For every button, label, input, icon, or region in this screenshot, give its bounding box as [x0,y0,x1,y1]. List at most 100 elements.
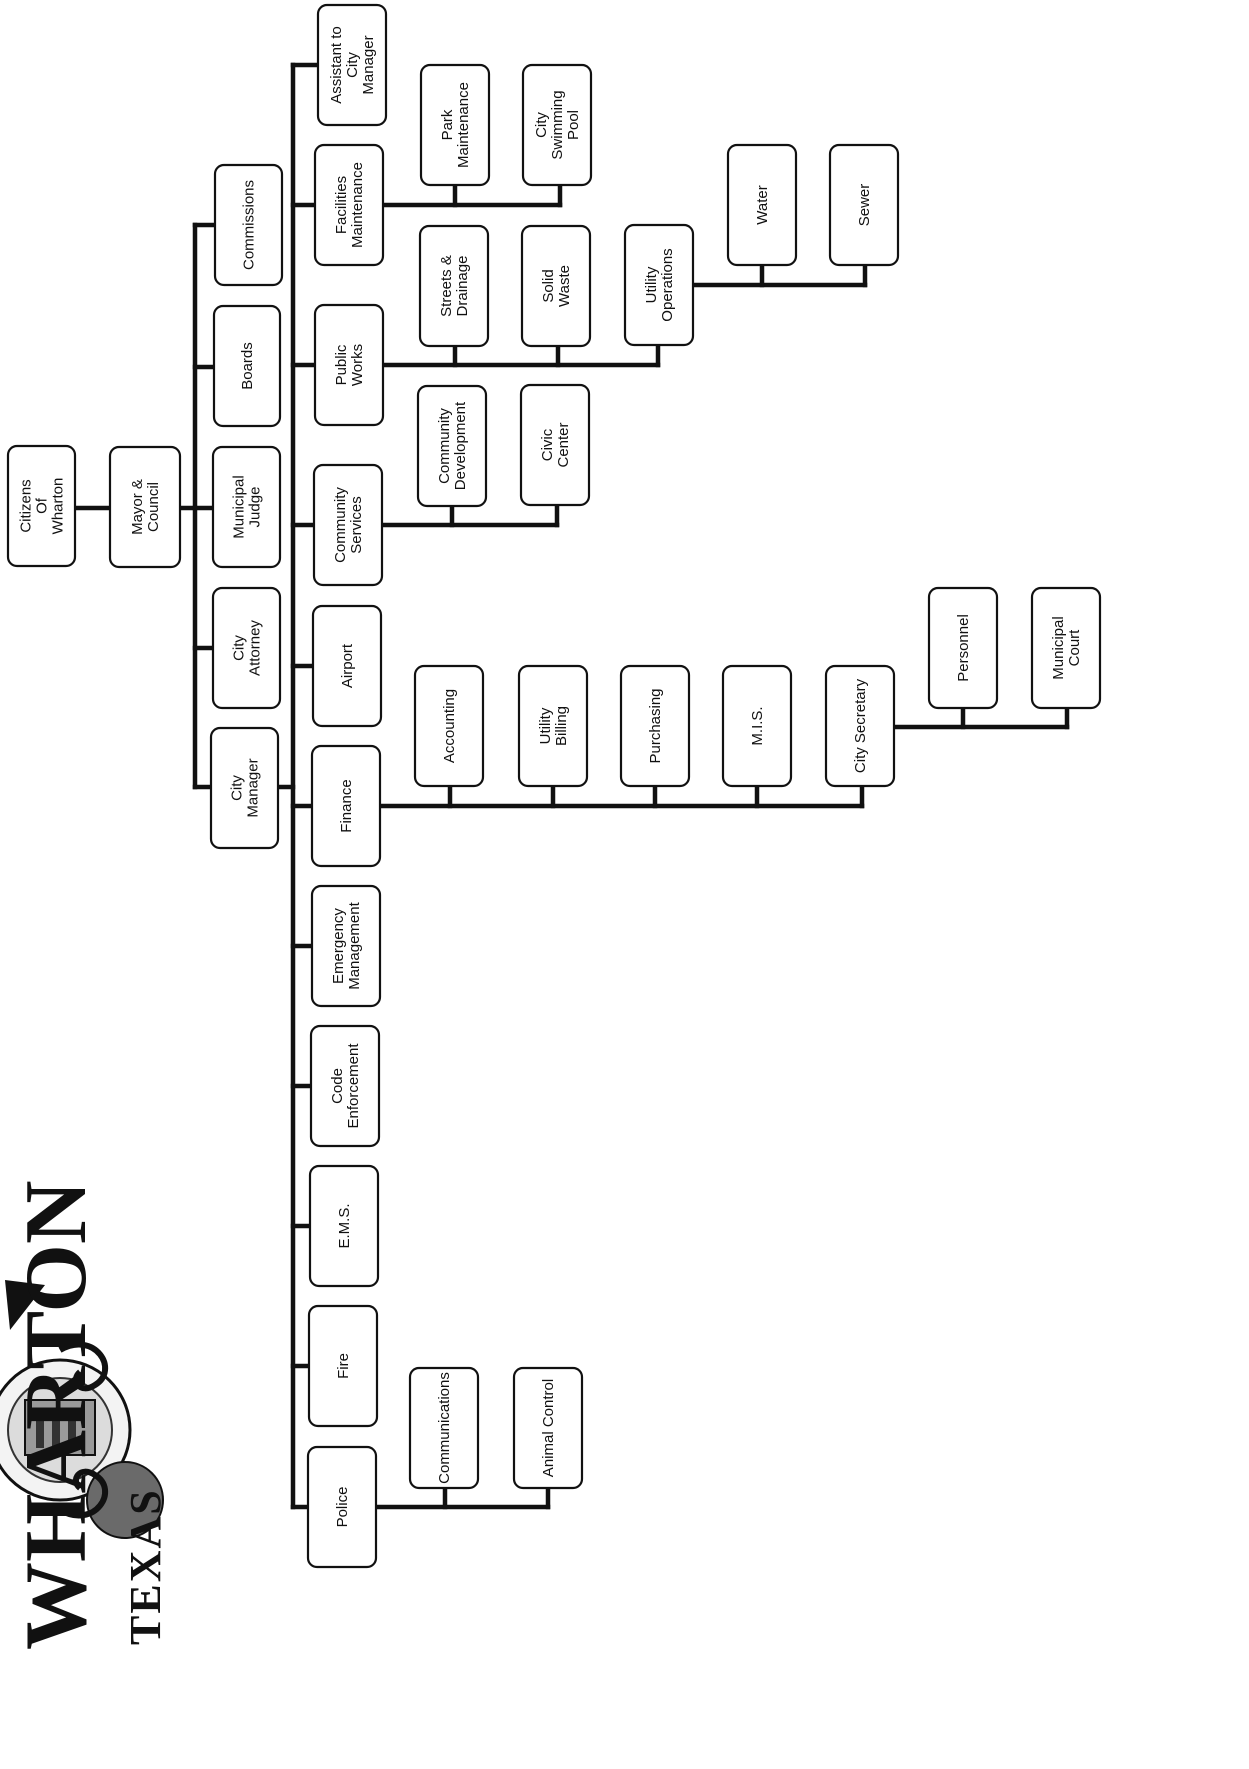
node-label-line: Communications [436,1372,453,1484]
node-label-line: Drainage [454,256,471,317]
node-label-line: Manager [245,758,262,817]
node-label: E.M.S. [336,1203,353,1248]
node-commissions: Commissions [215,165,282,285]
node-label: Police [334,1487,351,1528]
node-water: Water [728,145,796,265]
node-label: Mayor &Council [129,479,162,535]
node-city-attorney: CityAttorney [213,588,280,708]
node-label-line: City [533,112,550,138]
node-label: Communications [436,1372,453,1484]
node-label-line: Assistant to [328,26,345,104]
node-airport: Airport [313,606,381,726]
node-label: CommunityServices [332,487,365,563]
node-label-line: Solid [540,269,557,302]
node-label-line: Mayor & [129,479,146,535]
node-label: CommunityDevelopment [436,401,469,490]
node-label-line: Pool [565,110,582,140]
node-label-line: Park [439,109,456,140]
city-seal-logo: WHARTON TEXAS [0,1180,170,1650]
node-community-services: CommunityServices [314,465,382,585]
node-label-line: Maintenance [455,82,472,168]
node-label-line: Manager [360,35,377,94]
org-nodes: CitizensOfWharton Mayor &Council Commissio… [8,5,1100,1567]
node-label-line: Management [346,901,363,989]
logo-state-text: TEXAS [121,1488,170,1645]
node-assistant-cm: Assistant toCityManager [318,5,386,125]
node-civic-center: CivicCenter [521,385,589,505]
node-emergency: EmergencyManagement [312,886,380,1006]
node-label: Animal Control [540,1379,557,1477]
node-park: ParkMaintenance [421,65,489,185]
node-label-line: Community [436,408,453,484]
node-sewer: Sewer [830,145,898,265]
node-ems: E.M.S. [310,1166,378,1286]
node-label-line: Municipal [1050,616,1067,679]
node-purchasing: Purchasing [621,666,689,786]
node-label: EmergencyManagement [330,901,363,989]
node-label-line: Police [334,1487,351,1528]
node-boards: Boards [214,306,280,426]
node-label-line: Council [145,482,162,532]
node-label-line: Waste [556,265,573,307]
node-personnel: Personnel [929,588,997,708]
node-label-line: Swimming [549,90,566,159]
node-label: Accounting [441,689,458,763]
node-label-line: Personnel [955,614,972,682]
node-label: PublicWorks [333,344,366,386]
node-label-line: Community [332,487,349,563]
node-label-line: Public [333,344,350,385]
node-label-line: Civic [539,428,556,461]
node-label: Sewer [856,184,873,227]
node-label: Personnel [955,614,972,682]
node-label-line: Utility [643,266,660,303]
node-label-line: Services [348,496,365,554]
node-label-line: Emergency [330,908,347,984]
node-label-line: Wharton [50,478,67,535]
node-accounting: Accounting [415,666,483,786]
node-label-line: Attorney [247,620,264,676]
node-label-line: Utility [537,707,554,744]
node-finance: Finance [312,746,380,866]
node-label-line: Billing [553,706,570,746]
node-label-line: Municipal [231,475,248,538]
node-label-line: Streets & [438,255,455,317]
node-municipal-court: MunicipalCourt [1032,588,1100,708]
node-label-line: Judge [247,487,264,528]
node-label: Water [754,185,771,224]
node-label-line: Court [1066,629,1083,667]
node-public-works: PublicWorks [315,305,383,425]
node-label-line: City [231,635,248,661]
node-label: Streets &Drainage [438,255,471,317]
node-city-secretary: City Secretary [826,666,894,786]
node-label: CivicCenter [539,422,572,467]
node-label-line: Enforcement [345,1043,362,1129]
node-facilities: FacilitiesMaintenance [315,145,383,265]
node-label: Finance [338,779,355,832]
node-label-line: Center [555,422,572,467]
node-city-manager: CityManager [211,728,278,848]
node-pool: CitySwimmingPool [523,65,591,185]
node-label-line: City [229,775,246,801]
node-label-line: City [344,52,361,78]
node-community-dev: CommunityDevelopment [418,386,486,506]
node-solid-waste: SolidWaste [522,226,590,346]
node-label-line: Facilities [333,176,350,234]
node-label-line: Purchasing [647,688,664,763]
node-label-line: City Secretary [852,678,869,773]
node-label-line: E.M.S. [336,1203,353,1248]
node-municipal-judge: MunicipalJudge [213,447,280,567]
node-streets: Streets &Drainage [420,226,488,346]
node-label: Purchasing [647,688,664,763]
node-label: Airport [339,643,356,688]
node-label-line: Citizens [18,479,35,532]
node-label: Boards [239,342,256,390]
node-citizens: CitizensOfWharton [8,446,75,566]
node-label-line: Of [34,497,51,514]
node-label-line: Animal Control [540,1379,557,1477]
node-label-line: Accounting [441,689,458,763]
node-label-line: Commissions [241,180,258,270]
node-label-line: M.I.S. [749,706,766,745]
node-label-line: Code [329,1068,346,1104]
node-label-line: Maintenance [349,162,366,248]
